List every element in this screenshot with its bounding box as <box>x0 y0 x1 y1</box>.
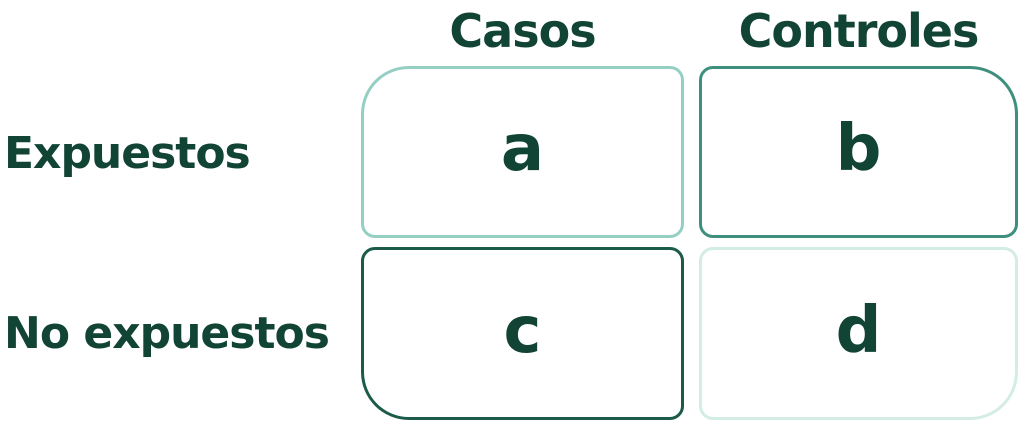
cell-c: c <box>361 247 684 420</box>
cell-d-label: d <box>835 293 882 368</box>
column-header-cases: Casos <box>449 4 596 58</box>
row-header-exposed: Expuestos <box>4 128 251 179</box>
cell-a: a <box>361 66 684 238</box>
cell-a-label: a <box>500 112 545 186</box>
cell-c-label: c <box>503 293 542 368</box>
row-header-not-exposed: No expuestos <box>4 308 330 359</box>
column-header-controls: Controles <box>738 4 980 58</box>
cell-b: b <box>699 66 1018 238</box>
cell-b-label: b <box>835 112 882 186</box>
cell-d: d <box>699 247 1018 420</box>
